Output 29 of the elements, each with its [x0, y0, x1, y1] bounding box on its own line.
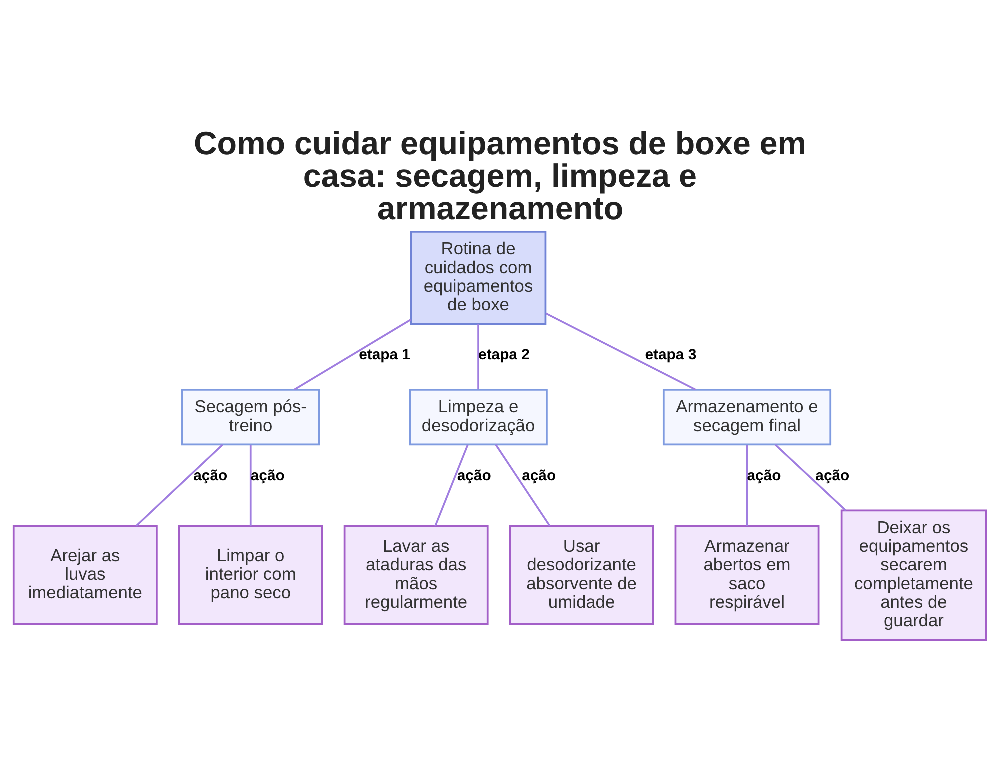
connector	[136, 444, 224, 526]
edge-label: ação	[457, 466, 492, 484]
connector	[250, 444, 252, 526]
edge-label: ação	[194, 466, 228, 484]
edge-label: ação	[816, 466, 850, 484]
connector	[294, 318, 412, 390]
connector	[546, 312, 696, 390]
edge-label: ação	[522, 466, 556, 484]
edge-label: etapa 3	[645, 346, 697, 364]
connector	[434, 444, 469, 526]
node-box: Secagem pós-treino	[182, 388, 320, 446]
edge-label: etapa 2	[478, 346, 530, 364]
connector	[495, 444, 551, 526]
node-box: Arejar as luvas imediatamente	[12, 524, 158, 625]
node-box: Limpeza e desodorização	[409, 388, 548, 446]
edge-label: ação	[747, 466, 782, 484]
node-box: Deixar os equipamentos secarem completamente antes de guardar	[840, 509, 988, 640]
node-box: Lavar as ataduras das mãos regularmente	[344, 524, 489, 625]
connector	[746, 444, 748, 526]
connector	[478, 324, 480, 390]
node-box: Rotina de cuidados com equipamentos de boxe	[410, 230, 547, 324]
connector	[774, 444, 847, 511]
node-box: Armazenamento e secagem final	[662, 388, 832, 446]
edge-label: etapa 1	[359, 346, 410, 364]
node-box: Limpar o interior com pano seco	[178, 524, 324, 625]
node-box: Usar desodorizante absorvente de umidade	[509, 524, 654, 625]
node-box: Armazenar abertos em saco respirável	[674, 524, 820, 625]
diagram-title: Como cuidar equipamentos de boxe em casa: secagem, limpeza e armazenamento	[194, 125, 807, 226]
edge-label: ação	[250, 466, 285, 484]
